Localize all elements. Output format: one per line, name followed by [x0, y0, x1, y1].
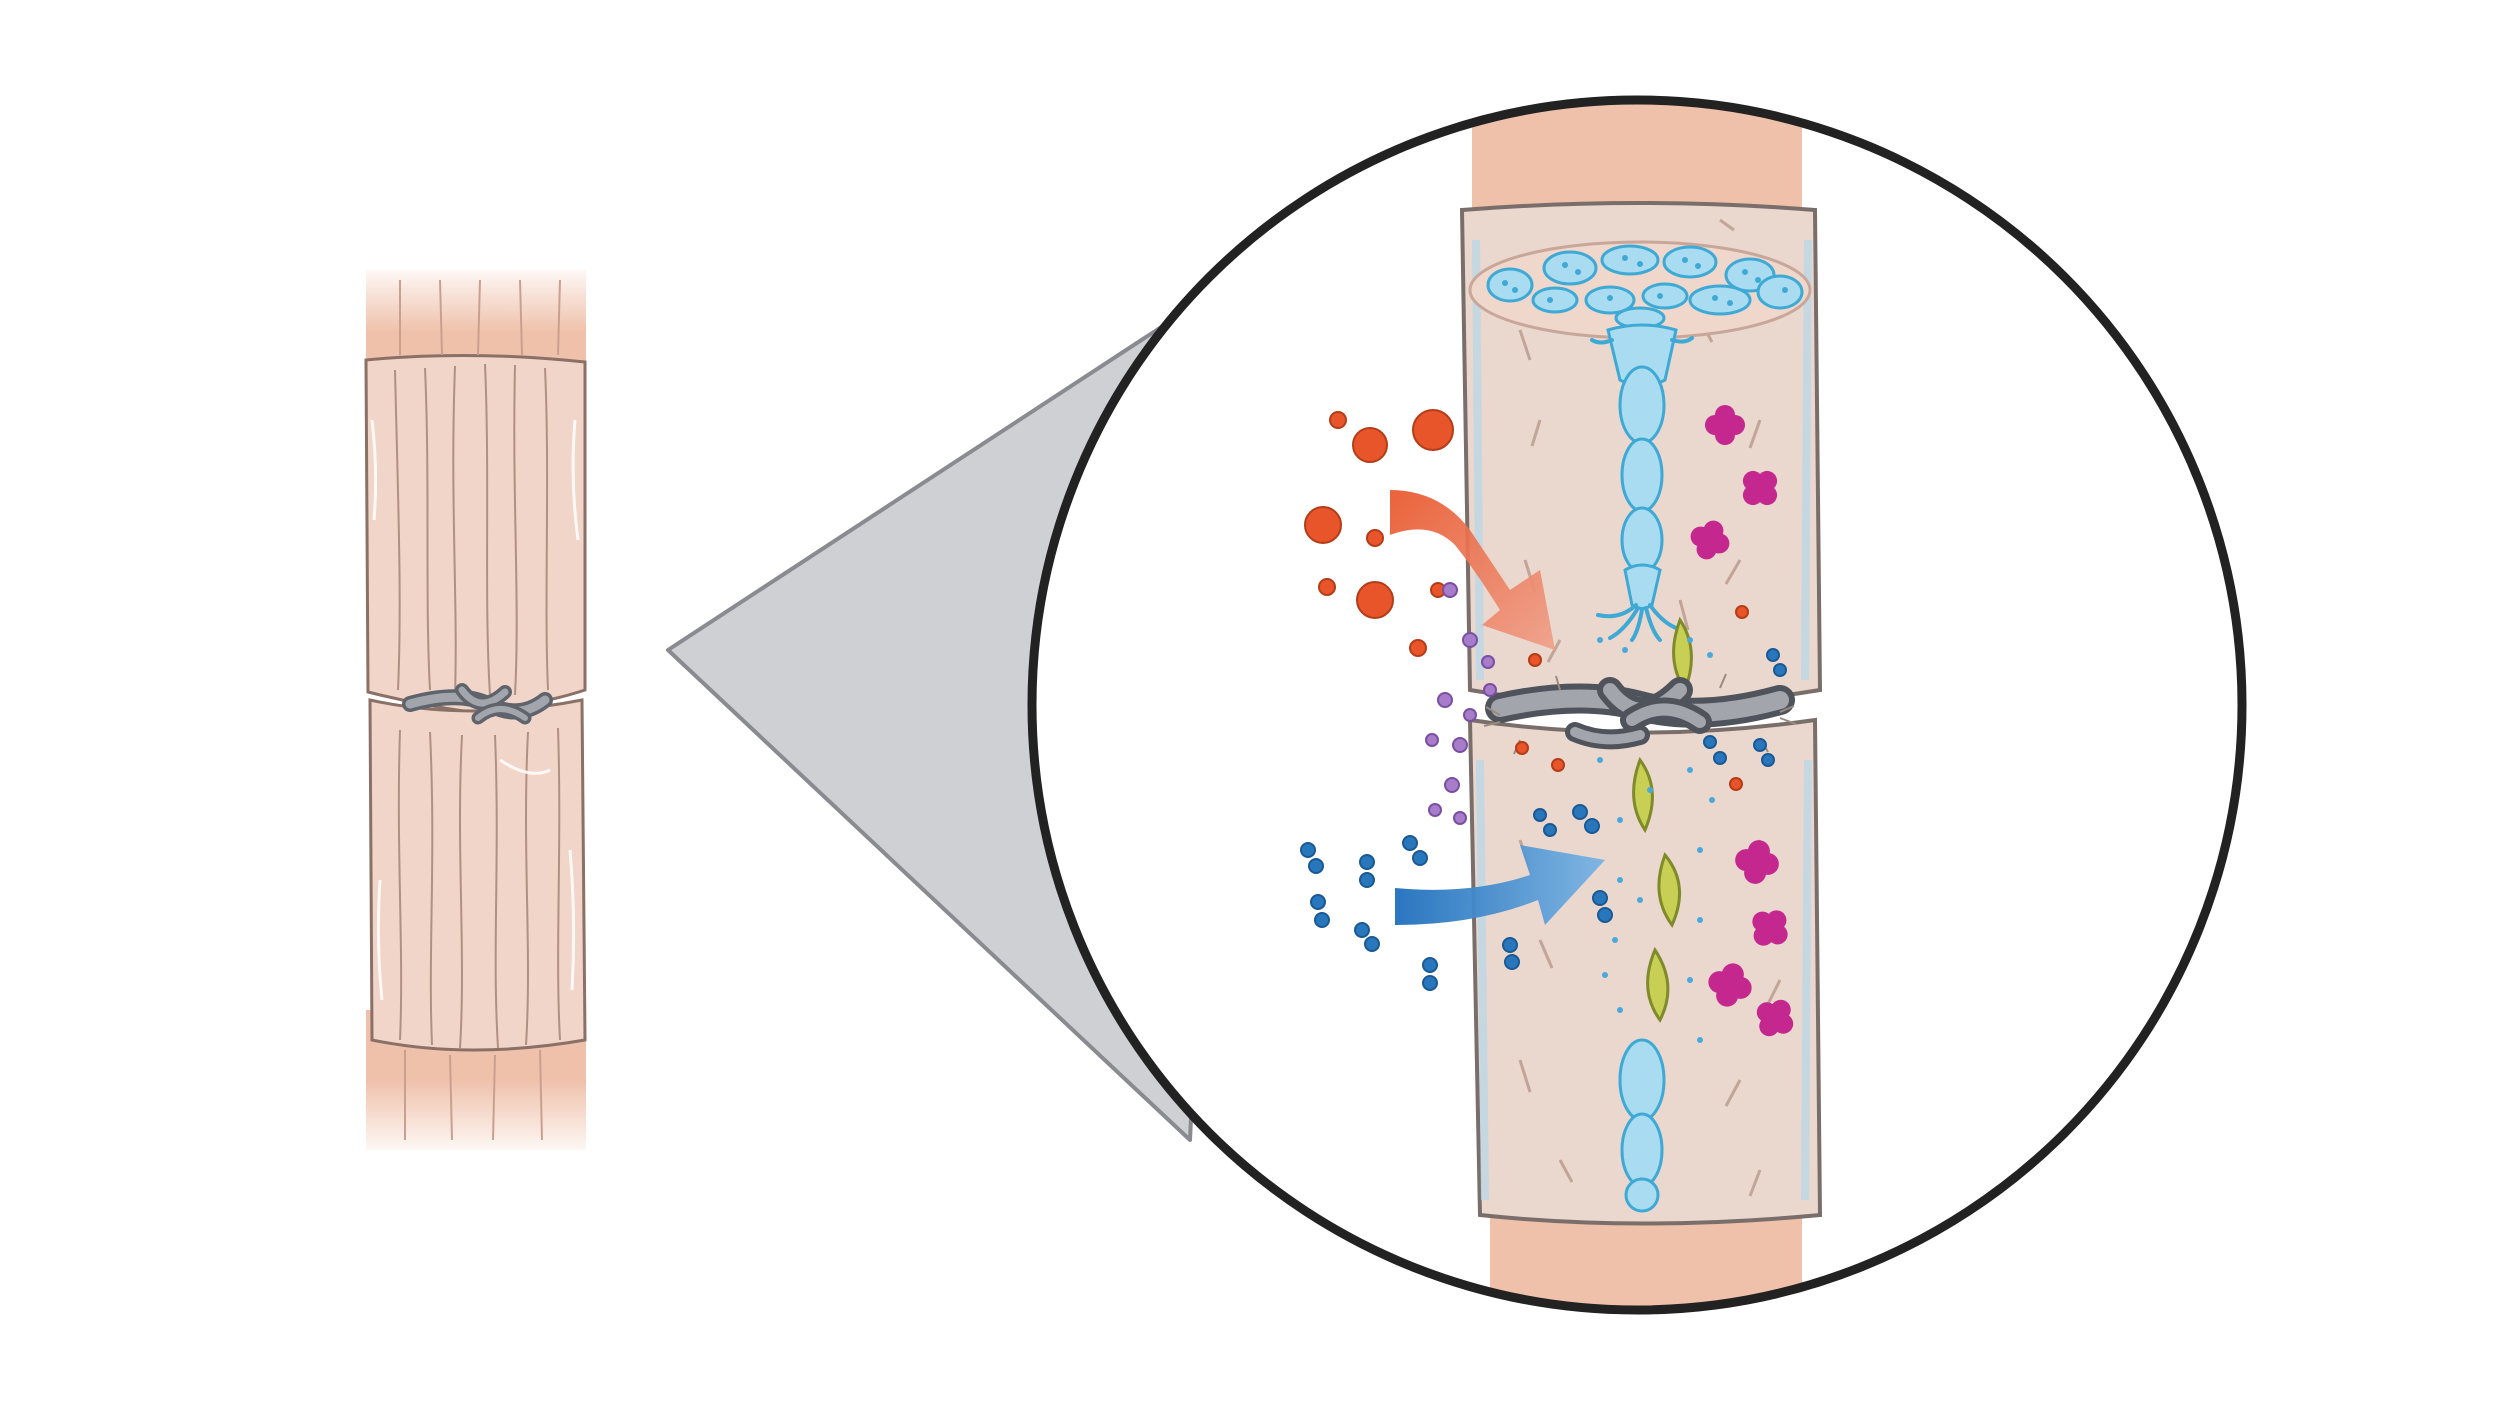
small-tendon-sheath-lower — [370, 700, 585, 1050]
small-tendon — [360, 262, 592, 1160]
small-tendon-bottom-fade — [360, 1080, 592, 1160]
magnified-view — [1462, 100, 1820, 1330]
small-tendon-top-fade — [360, 262, 592, 332]
